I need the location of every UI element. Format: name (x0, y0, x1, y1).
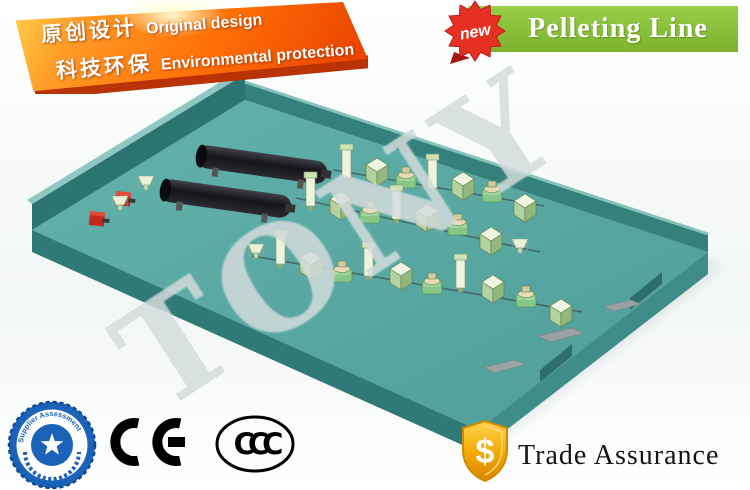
bucket-elevator (389, 184, 404, 224)
new-badge: new (444, 0, 506, 64)
star-icon (40, 433, 64, 455)
new-badge-label: new (458, 21, 493, 43)
platform-back-right-wall-top (244, 80, 709, 236)
bucket-elevator (273, 229, 288, 269)
bucket-elevator (361, 241, 376, 281)
dollar-symbol: $ (476, 433, 495, 471)
ccc-oval (215, 415, 295, 473)
new-badge-ribbon-tail (450, 52, 470, 64)
banner-cn-text-2: 科技环保 (55, 52, 153, 83)
ce-letter-e-arc (152, 418, 182, 466)
shield-highlight (484, 425, 503, 476)
ce-mark-icon (110, 418, 185, 466)
platform-back-right-wall (245, 82, 708, 252)
trade-assurance-label: Trade Assurance (518, 440, 720, 471)
supplier-assessment-badge: Supplier Assessment (7, 400, 97, 490)
bucket-elevator (425, 153, 440, 193)
edge-notch (630, 272, 662, 310)
banner-cn-text-1: 原创设计 (40, 16, 138, 47)
banner-text: 原创设计 Original design 科技环保 Environmental … (40, 0, 356, 93)
ccc-letters: CCC (234, 427, 283, 461)
bucket-elevator (339, 143, 354, 183)
pelleting-line-banner: Pelleting Line (468, 6, 738, 52)
banner-en-text-1: Original design (145, 11, 263, 38)
platform-back-left-wall-top (27, 70, 245, 204)
badge-serrated-edge (7, 400, 97, 490)
new-badge-starburst (444, 0, 506, 62)
original-design-banner: 原创设计 Original design 科技环保 Environmental … (12, 0, 368, 94)
ce-letter-c (110, 418, 140, 466)
platform-front-left-side (32, 230, 478, 452)
edge-notch (540, 344, 572, 382)
banner-en-text-2: Environmental protection (160, 41, 355, 74)
bucket-elevator (303, 171, 318, 211)
banner-glow-highlight (117, 0, 227, 38)
platform-front-right-side (478, 252, 708, 452)
laurel-wreath (23, 451, 81, 481)
ccc-mark-icon: CCC (215, 415, 295, 473)
trade-assurance-shield-icon: $ (462, 419, 508, 483)
banner-title: Pelleting Line (528, 13, 708, 44)
bucket-elevator (453, 253, 468, 293)
platform-back-left-wall (32, 74, 245, 230)
